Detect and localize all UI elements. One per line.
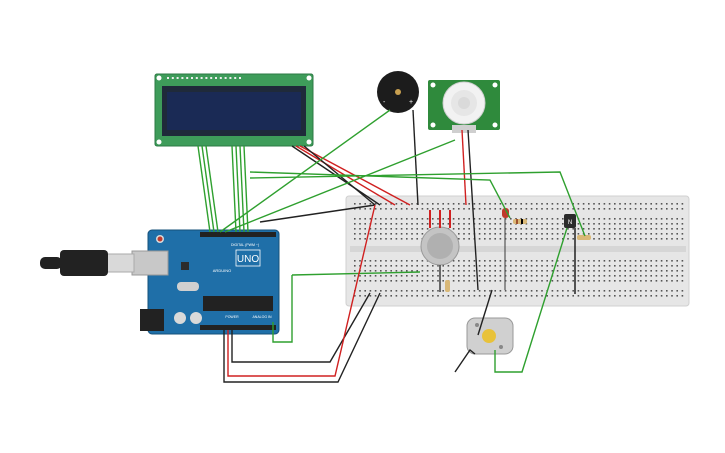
- arduino-brand-label: ARDUINO: [213, 268, 231, 273]
- resistor-gas[interactable]: [445, 280, 450, 292]
- arduino-pin-headers: [200, 232, 276, 330]
- dc-motor[interactable]: [466, 317, 514, 355]
- lcd-screen: [167, 92, 301, 130]
- wires: [197, 109, 586, 383]
- wire: [231, 292, 371, 363]
- wire: [223, 292, 381, 383]
- usb-cable: [40, 250, 135, 276]
- uno-logo: [235, 249, 261, 267]
- wire: [454, 348, 476, 373]
- transistor-label: N: [568, 220, 572, 226]
- buzzer-minus-label: -: [383, 99, 386, 106]
- breadboard-holes: [354, 203, 684, 297]
- resistor-transistor[interactable]: [577, 235, 591, 240]
- arduino-uno-board[interactable]: UNO ARDUINO DIGITAL (PWM ~) POWER ANALOG…: [131, 229, 280, 335]
- wire: [197, 145, 211, 233]
- analog-pins-label: ANALOG IN: [252, 315, 272, 319]
- lcd-pin-header: [167, 77, 241, 79]
- buzzer-plus-label: +: [409, 99, 413, 106]
- npn-transistor[interactable]: N: [564, 214, 576, 294]
- digital-pins-label: DIGITAL (PWM ~): [231, 243, 259, 247]
- wire: [467, 129, 479, 291]
- wire: [477, 289, 493, 336]
- wire: [249, 171, 511, 219]
- lcd-display[interactable]: [154, 73, 314, 147]
- pir-motion-sensor[interactable]: [428, 80, 500, 133]
- microcontroller-chip: [203, 296, 273, 311]
- wire: [231, 145, 237, 233]
- wire: [259, 204, 376, 223]
- wire: [249, 171, 586, 237]
- wire: [412, 109, 419, 206]
- wire: [243, 145, 249, 233]
- wire: [224, 139, 456, 233]
- wire: [272, 275, 293, 343]
- wire: [494, 227, 568, 373]
- red-led[interactable]: [502, 208, 509, 290]
- wire: [239, 145, 245, 233]
- wire: [205, 145, 219, 233]
- wire: [201, 145, 215, 233]
- usb-port: [131, 250, 169, 276]
- gas-sensor[interactable]: [420, 210, 460, 266]
- resistor-led[interactable]: [513, 219, 527, 224]
- wire: [219, 109, 391, 233]
- wire: [291, 271, 421, 276]
- wire: [461, 129, 467, 206]
- power-pins-label: POWER: [225, 315, 239, 319]
- power-jack: [140, 309, 164, 331]
- breadboard[interactable]: [345, 195, 690, 307]
- piezo-buzzer[interactable]: - +: [377, 71, 419, 113]
- wire: [227, 204, 376, 377]
- uno-label: UNO: [237, 254, 259, 265]
